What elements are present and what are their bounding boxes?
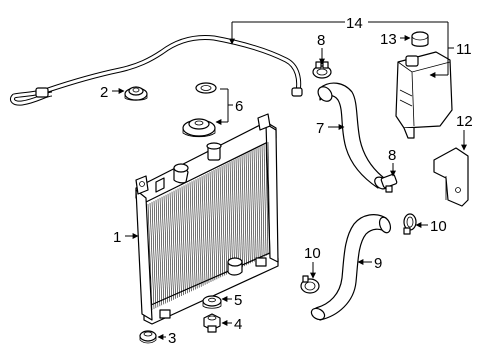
radiator-fin: [243, 154, 247, 266]
callout-11: 11: [456, 41, 472, 58]
radiator-fin: [253, 149, 257, 261]
radiator-fin: [147, 203, 153, 311]
radiator-fin: [199, 177, 204, 286]
radiator-fin: [221, 165, 226, 276]
radiator-fin: [217, 167, 222, 278]
radiator-fin: [237, 157, 241, 269]
radiator-fin: [257, 147, 261, 259]
radiator-fin: [149, 202, 155, 310]
radiator-fin: [153, 200, 159, 308]
radiator-fin: [191, 181, 196, 290]
grommet-part-2: [124, 86, 148, 101]
radiator-fin: [163, 195, 168, 303]
radiator-fin: [227, 162, 231, 273]
reservoir-cap-part-13: [411, 31, 429, 47]
callout-12: 12: [456, 113, 473, 130]
callout-9: 9: [374, 255, 382, 272]
radiator-fin: [189, 182, 194, 291]
radiator-fin: [197, 178, 202, 287]
radiator-fin: [173, 190, 178, 298]
drain-plug-part-4: [203, 313, 221, 333]
radiator-fin: [219, 166, 224, 277]
radiator-fin: [161, 196, 167, 304]
radiator-fin: [193, 180, 198, 289]
grommet-part-3: [139, 330, 157, 344]
radiator-fin: [205, 173, 210, 283]
callout-1: 1: [113, 229, 121, 246]
radiator-fin: [239, 156, 243, 268]
radiator-fin: [211, 170, 216, 281]
radiator-fin: [251, 150, 255, 262]
callout-4: 4: [234, 316, 242, 333]
radiator-fin: [177, 188, 182, 297]
radiator-fin: [207, 172, 212, 283]
hose-clamp-part-8-lower: [380, 173, 398, 193]
hose-clamp-part-10-left: [300, 275, 320, 294]
radiator-fin: [209, 171, 214, 282]
callout-14: 14: [346, 15, 363, 32]
radiator-fin: [213, 169, 218, 280]
radiator-fin: [265, 142, 269, 255]
radiator-fin: [259, 146, 263, 258]
radiator-fin: [183, 185, 188, 294]
coolant-reservoir-part-11: [395, 51, 453, 139]
radiator-fin: [187, 183, 192, 292]
radiator-fin: [201, 176, 206, 285]
leader-lines: [112, 21, 467, 340]
radiator-fin: [241, 155, 245, 267]
radiator-fin: [225, 163, 229, 274]
callout-8-lower: 8: [388, 147, 396, 164]
hose-clamp-part-10-right: [403, 213, 417, 235]
upper-hose-part-7: [317, 82, 388, 190]
radiator-fin: [267, 141, 271, 255]
radiator-fin: [175, 189, 180, 297]
callout-10-right: 10: [430, 218, 447, 235]
callout-10-left: 10: [304, 245, 321, 262]
callout-3: 3: [168, 330, 176, 347]
hose-clamp-part-8-upper: [312, 61, 332, 79]
radiator-fin: [195, 179, 200, 288]
radiator-fin: [255, 148, 259, 260]
radiator-fin: [155, 199, 161, 307]
radiator-fin: [165, 194, 170, 302]
radiator-fin: [233, 159, 237, 270]
radiator-fin: [229, 161, 233, 272]
radiator-fin: [235, 158, 239, 269]
radiator-fin: [157, 198, 163, 306]
radiator-fin: [181, 186, 186, 295]
radiator-fin: [159, 197, 165, 305]
upper-mount-part-6: [182, 82, 217, 138]
lower-hose-part-9: [310, 214, 392, 321]
radiator-fin: [171, 191, 176, 299]
radiator-fin: [215, 168, 220, 279]
radiator-fin: [185, 184, 190, 293]
callout-8-upper: 8: [317, 32, 325, 49]
callout-5: 5: [234, 292, 242, 309]
radiator-fin: [203, 175, 208, 284]
radiator-part-1: [135, 113, 279, 325]
callout-7: 7: [316, 120, 324, 137]
radiator-fin: [167, 193, 172, 301]
radiator-fin: [263, 144, 267, 256]
radiator-fin: [247, 152, 251, 264]
radiator-fin: [223, 164, 227, 275]
radiator-fin: [245, 153, 249, 265]
radiator-fin: [261, 145, 265, 257]
radiator-fin: [179, 187, 184, 296]
radiator-fin: [169, 192, 174, 300]
bracket-part-12: [433, 147, 469, 207]
callout-2: 2: [100, 84, 108, 101]
lower-mount-part-5: [202, 295, 222, 309]
radiator-fin: [231, 160, 235, 271]
callout-13: 13: [380, 31, 397, 48]
radiator-fin: [249, 151, 253, 263]
overflow-hose: [9, 35, 303, 106]
callout-6: 6: [235, 98, 243, 115]
radiator-fin: [151, 201, 157, 309]
